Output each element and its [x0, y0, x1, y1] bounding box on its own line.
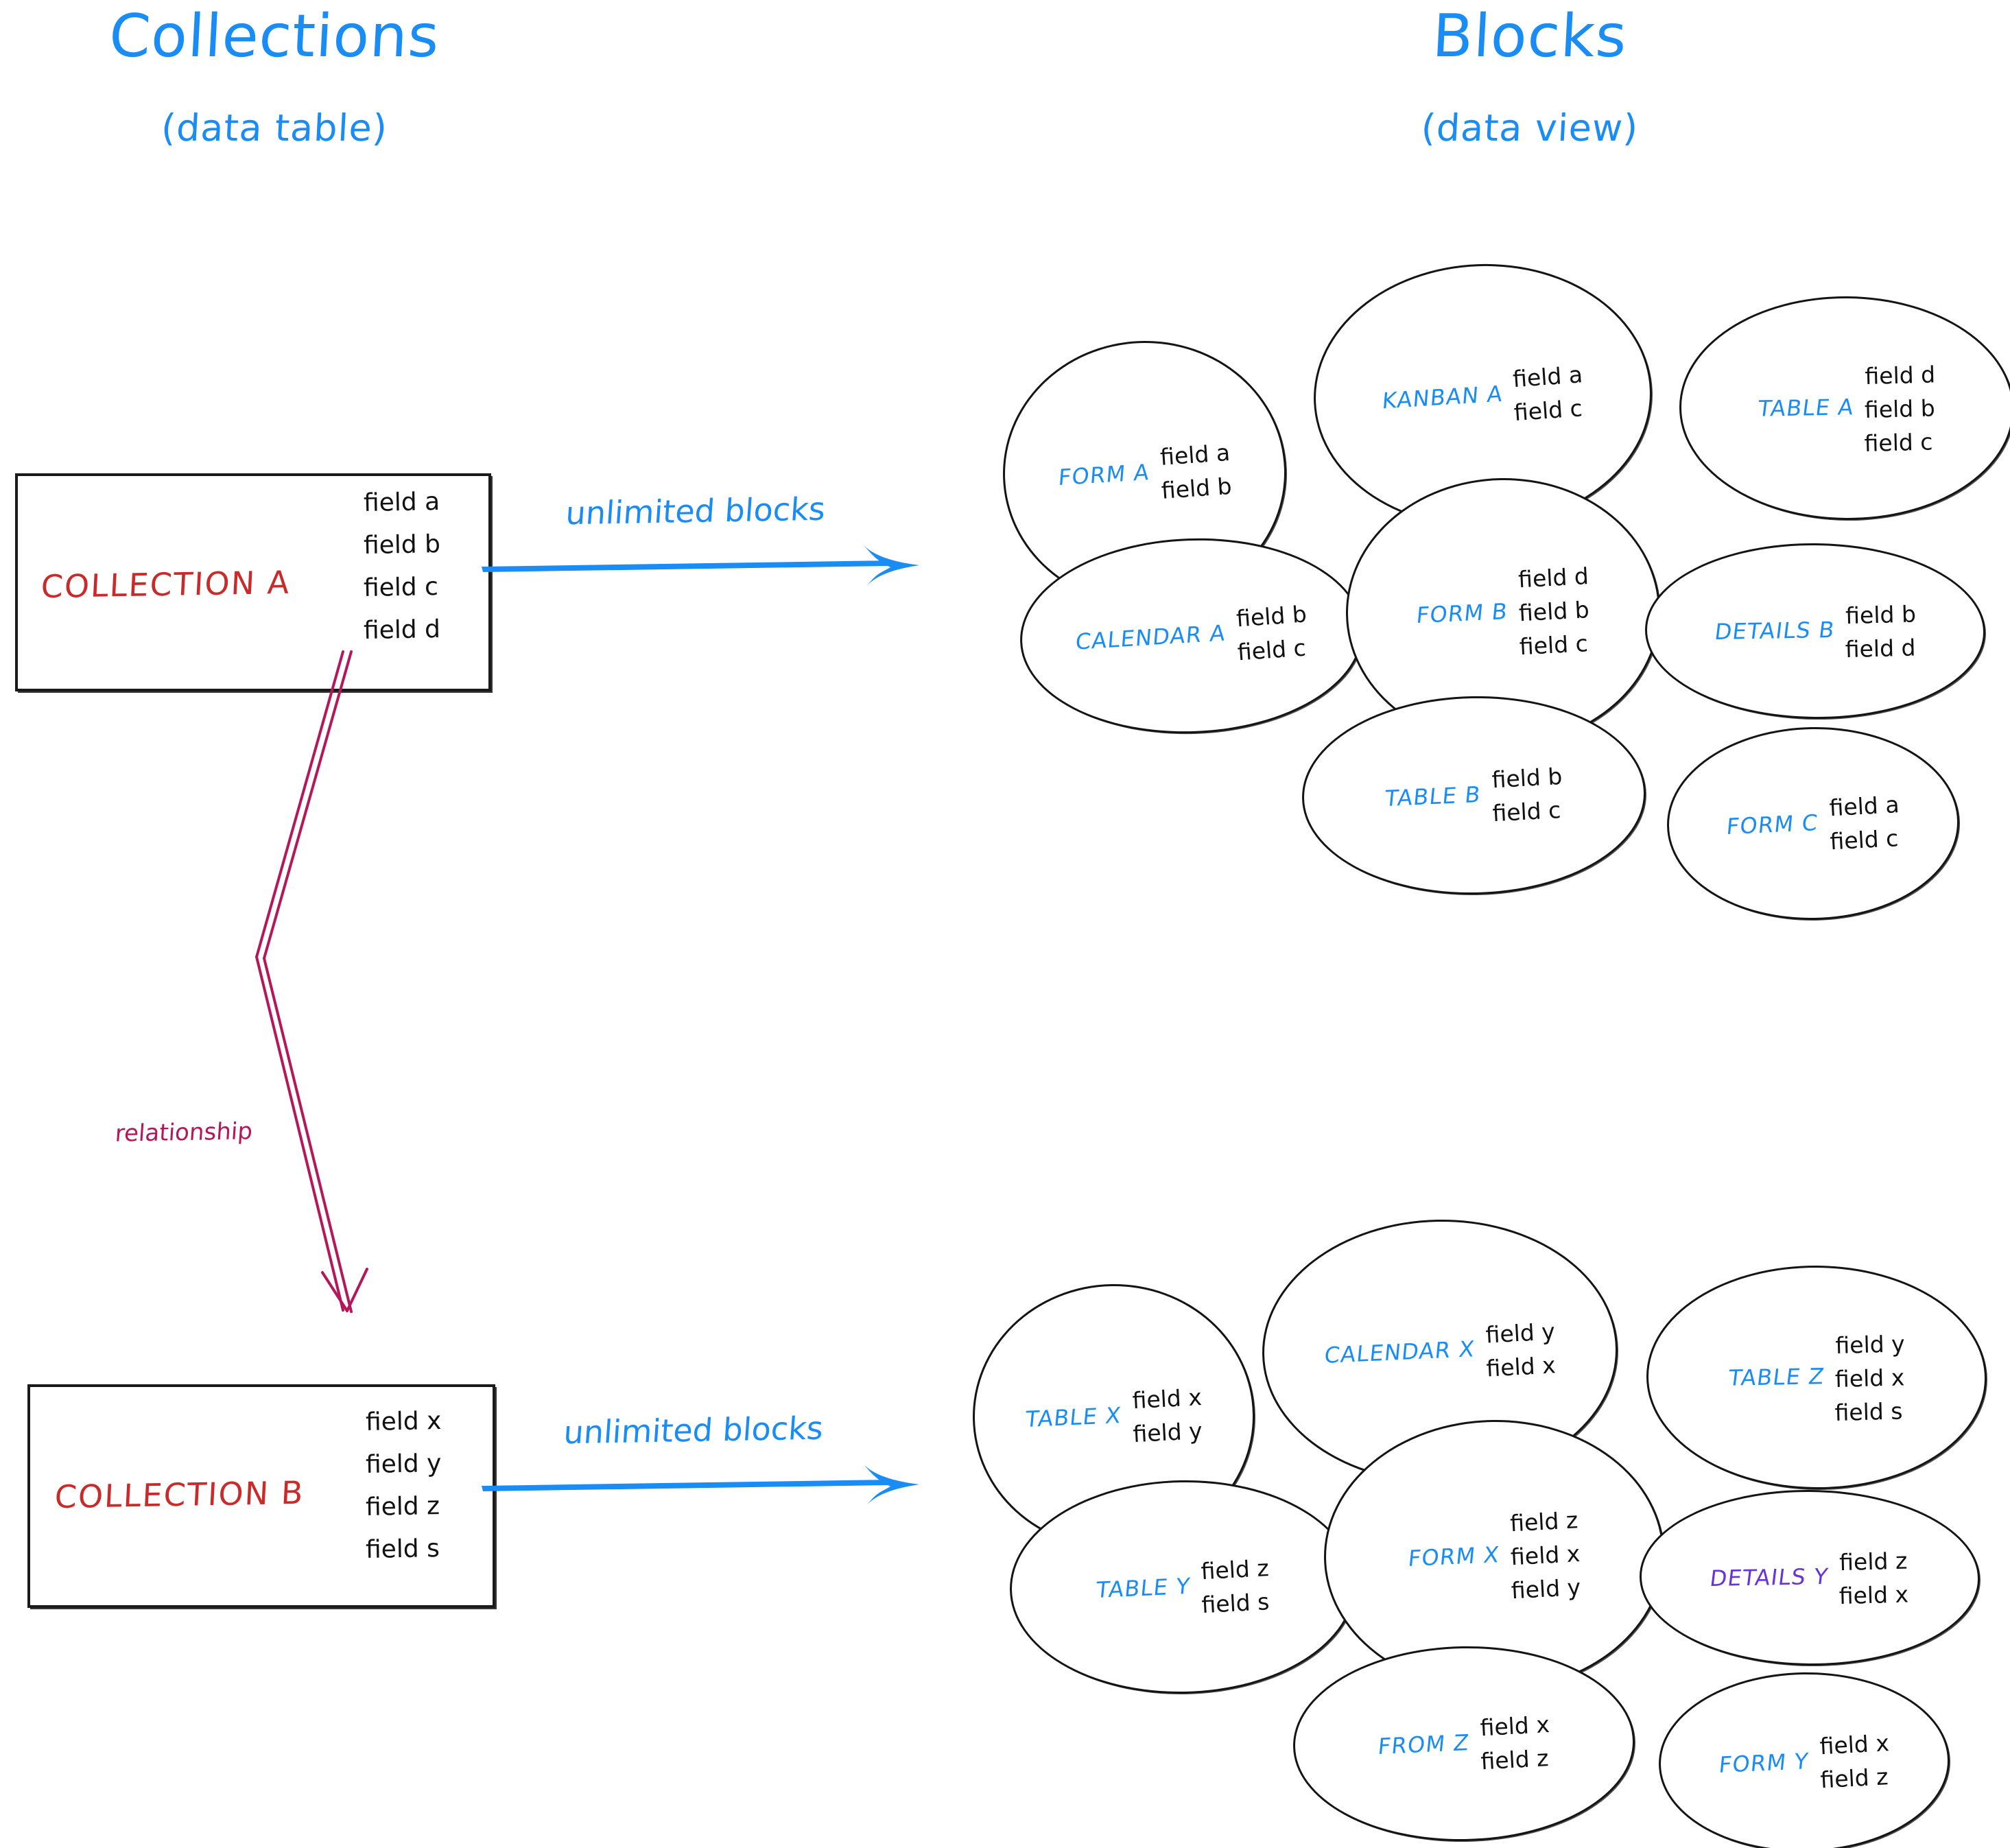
- field-item: field z: [1200, 1554, 1270, 1585]
- field-item: field c: [1829, 824, 1899, 855]
- block-form-y[interactable]: FORM Y field x field z: [1657, 1670, 1952, 1848]
- block-table-b-fields: field b field c: [1491, 762, 1563, 827]
- field-item: field z: [1480, 1744, 1550, 1775]
- field-item: field b: [1518, 596, 1590, 627]
- block-form-c-label: FORM C: [1725, 809, 1820, 840]
- field-item: field y: [1485, 1318, 1556, 1349]
- collection-a-fields: field a field b field c field d: [363, 488, 441, 661]
- block-calendar-a-fields: field b field c: [1235, 600, 1308, 666]
- block-from-z[interactable]: FROM Z field x field z: [1291, 1643, 1637, 1845]
- block-form-c-fields: field a field c: [1828, 790, 1900, 855]
- field-item: field x: [1834, 1363, 1905, 1393]
- field-item: field x: [1819, 1729, 1890, 1760]
- block-table-b-label: TABLE B: [1384, 781, 1482, 812]
- field-item: field y: [1835, 1329, 1906, 1359]
- block-form-y-label: FORM Y: [1718, 1748, 1810, 1778]
- field-item: field z: [1819, 1763, 1889, 1794]
- block-form-x-fields: field z field x field y: [1509, 1506, 1581, 1604]
- field-item: field z: [1839, 1547, 1908, 1576]
- field-item: field b: [1235, 600, 1308, 632]
- relationship-connector: [255, 650, 368, 1313]
- field-item: field c: [1491, 796, 1562, 827]
- field-item: field x: [1479, 1711, 1550, 1742]
- unlimited-blocks-label-bottom: unlimited blocks: [562, 1409, 825, 1452]
- field-item: field a: [1512, 361, 1584, 393]
- collection-a-field-2: field c: [363, 573, 439, 602]
- field-item: field x: [1485, 1351, 1557, 1382]
- collections-subtitle: (data table): [160, 106, 389, 150]
- block-from-z-fields: field x field z: [1479, 1711, 1550, 1775]
- field-item: field x: [1509, 1539, 1581, 1570]
- block-table-a-fields: field d field b field c: [1864, 360, 1936, 457]
- field-item: field y: [1132, 1417, 1203, 1448]
- field-item: field z: [1509, 1506, 1579, 1537]
- field-item: field b: [1160, 472, 1233, 504]
- block-from-z-label: FROM Z: [1377, 1729, 1471, 1760]
- block-table-b[interactable]: TABLE B field b field c: [1300, 693, 1648, 898]
- field-item: field b: [1864, 394, 1936, 423]
- block-table-a[interactable]: TABLE A field d field b field c: [1678, 294, 2010, 522]
- field-item: field d: [1517, 562, 1589, 593]
- field-item: field s: [1834, 1397, 1904, 1426]
- unlimited-blocks-arrow-bottom: [482, 1465, 919, 1506]
- block-kanban-a-fields: field a field c: [1512, 361, 1585, 427]
- field-item: field c: [1864, 427, 1934, 457]
- block-calendar-a-label: CALENDAR A: [1074, 619, 1227, 655]
- block-details-y-fields: field z field x: [1838, 1547, 1909, 1610]
- blocks-subtitle: (data view): [1420, 106, 1640, 150]
- block-details-y[interactable]: DETAILS Y field z field x: [1638, 1488, 1981, 1668]
- field-item: field c: [1236, 634, 1307, 666]
- collection-a-field-1: field b: [363, 530, 441, 560]
- block-form-a-label: FORM A: [1057, 458, 1151, 491]
- block-kanban-a-label: KANBAN A: [1381, 380, 1504, 414]
- field-item: field x: [1838, 1580, 1909, 1610]
- block-details-y-label: DETAILS Y: [1708, 1563, 1830, 1591]
- block-details-b[interactable]: DETAILS B field b field d: [1644, 541, 1987, 721]
- field-item: field b: [1845, 600, 1917, 630]
- field-item: field b: [1491, 762, 1563, 793]
- block-table-z-fields: field y field x field s: [1834, 1329, 1906, 1426]
- collection-a-name: COLLECTION A: [40, 563, 292, 606]
- field-item: field x: [1131, 1384, 1203, 1414]
- collection-a-field-3: field d: [363, 615, 441, 645]
- block-form-c[interactable]: FORM C field a field c: [1665, 724, 1961, 923]
- field-item: field d: [1865, 360, 1936, 390]
- blocks-title: Blocks: [1430, 2, 1629, 71]
- block-calendar-x-fields: field y field x: [1485, 1318, 1557, 1382]
- block-table-x-fields: field x field y: [1131, 1384, 1203, 1448]
- field-item: field y: [1510, 1573, 1581, 1604]
- block-form-y-fields: field x field z: [1819, 1729, 1890, 1794]
- collection-b-field-2: field z: [365, 1492, 440, 1521]
- block-form-a-fields: field a field b: [1159, 438, 1233, 504]
- collection-b-fields: field x field y field z field s: [365, 1407, 442, 1580]
- block-form-b-fields: field d field b field c: [1517, 562, 1590, 661]
- collection-b-name: COLLECTION B: [54, 1473, 305, 1516]
- unlimited-blocks-arrow-top: [482, 546, 919, 587]
- collection-a-box[interactable]: [15, 473, 491, 691]
- block-calendar-x-label: CALENDAR X: [1323, 1336, 1476, 1369]
- block-details-b-fields: field b field d: [1845, 600, 1917, 663]
- block-table-x-label: TABLE X: [1024, 1401, 1123, 1433]
- collection-b-field-1: field y: [365, 1449, 442, 1479]
- field-item: field c: [1518, 630, 1589, 661]
- field-item: field a: [1828, 790, 1900, 821]
- block-table-y-fields: field z field s: [1200, 1554, 1270, 1618]
- block-form-x-label: FORM X: [1407, 1541, 1501, 1572]
- field-item: field d: [1845, 634, 1916, 663]
- collection-a-field-0: field a: [363, 488, 440, 517]
- collections-title: Collections: [107, 2, 442, 71]
- block-table-z[interactable]: TABLE Z field y field x field s: [1645, 1264, 1988, 1491]
- field-item: field a: [1159, 438, 1231, 471]
- collection-b-box[interactable]: [27, 1384, 495, 1608]
- block-table-y-label: TABLE Y: [1094, 1572, 1192, 1603]
- block-table-a-label: TABLE A: [1756, 394, 1856, 422]
- block-form-b-label: FORM B: [1415, 597, 1510, 628]
- unlimited-blocks-label-top: unlimited blocks: [564, 490, 827, 532]
- block-details-b-label: DETAILS B: [1712, 616, 1836, 645]
- collection-b-field-3: field s: [365, 1535, 440, 1564]
- block-table-z-label: TABLE Z: [1727, 1363, 1826, 1391]
- relationship-label: relationship: [114, 1117, 254, 1148]
- field-item: field s: [1201, 1587, 1270, 1618]
- field-item: field c: [1513, 394, 1584, 427]
